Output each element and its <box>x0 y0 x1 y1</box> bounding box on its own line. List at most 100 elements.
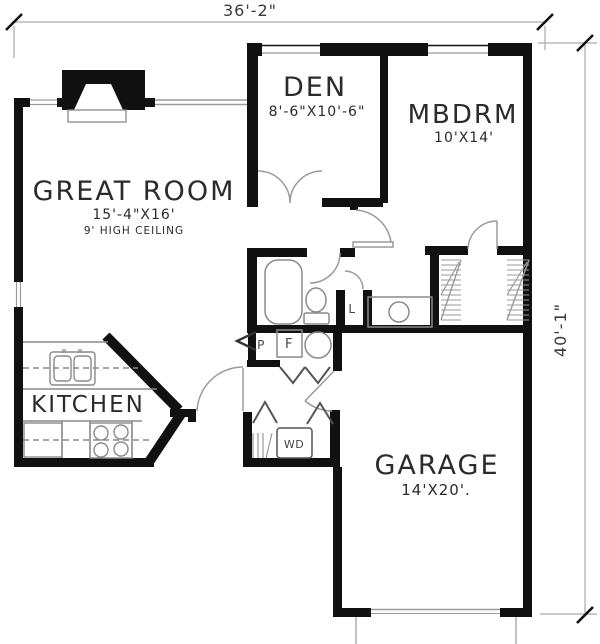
garage-west-wall <box>330 410 340 467</box>
room-labels: GREAT ROOM 15'-4"X16' 9' HIGH CEILING DE… <box>31 72 519 499</box>
garage-south-wall <box>333 608 371 617</box>
washer-dryer-box <box>276 427 313 459</box>
den-west-wall <box>247 43 258 207</box>
height-dimension-label: 40'-1" <box>551 303 570 357</box>
water-heater-icon <box>304 331 332 359</box>
vanity-sink-icon <box>388 301 410 323</box>
garage-door-leaf <box>304 370 335 402</box>
great-room-size: 15'-4"X16' <box>92 207 175 223</box>
window-great-room-left <box>30 98 57 107</box>
laundry-south-wall <box>243 458 333 467</box>
furnace-closet-wall <box>247 360 280 367</box>
laundry-bifold <box>252 399 278 424</box>
top-exterior-wall <box>320 43 428 56</box>
dimension-lines <box>12 21 597 615</box>
kitchen-south-wall <box>14 458 154 467</box>
closet-north-wall <box>497 246 532 255</box>
pantry-label: P <box>257 338 265 352</box>
laundry-bifold <box>306 401 334 425</box>
doors <box>196 170 498 412</box>
den-size: 8'-6"X10'-6" <box>269 104 366 120</box>
linen-label: L <box>348 302 355 316</box>
bifold-doors <box>252 366 334 425</box>
bath-west-wall <box>247 248 257 333</box>
closet-hatching <box>440 259 530 321</box>
linen-door-arc <box>344 270 364 290</box>
tick-mark <box>5 13 23 31</box>
furnace-box <box>276 329 303 358</box>
tick-mark <box>536 13 554 31</box>
furnace-closet-bifold <box>304 366 331 385</box>
entry-wall <box>170 409 196 417</box>
garage-door-area <box>355 608 517 644</box>
den-label: DEN <box>283 72 347 103</box>
den-double-door-right <box>289 170 323 204</box>
garage-south-wall <box>500 608 532 617</box>
washer-dryer-label: WD <box>284 438 304 451</box>
kitchen-label: KITCHEN <box>31 392 145 418</box>
garage-label: GARAGE <box>374 450 499 481</box>
garage-size: 14'X20'. <box>401 481 470 499</box>
den-south-wall <box>322 198 383 207</box>
kitchen-fixtures <box>23 341 157 459</box>
window-mbdrm <box>428 44 488 55</box>
dimension-ticks <box>5 13 594 624</box>
entry-wall-post <box>188 409 196 422</box>
laundry-shelving <box>252 432 273 459</box>
furnace-label: F <box>285 337 293 352</box>
mbdrm-door-leaf <box>352 241 394 248</box>
laundry-west-wall <box>243 412 252 467</box>
bath-north-wall <box>247 248 307 257</box>
fireplace-detail <box>67 84 127 123</box>
closet-north-wall <box>425 246 468 255</box>
window-great-room-band <box>155 99 247 106</box>
stove-icon <box>89 422 133 459</box>
great-room-top-wall <box>145 98 155 107</box>
angled-walls <box>102 332 186 465</box>
mbdrm-label: MBDRM <box>408 100 519 130</box>
wall-stub <box>350 203 358 210</box>
windows <box>14 44 488 307</box>
bathtub-icon <box>264 259 303 325</box>
garage-west-wall <box>333 333 342 371</box>
den-south-wall <box>247 198 258 207</box>
bath-north-wall <box>340 248 355 257</box>
tick-mark <box>576 606 594 624</box>
refrigerator-icon <box>23 422 63 458</box>
firebox <box>74 84 123 110</box>
width-dimension-label: 36'-2" <box>223 1 277 20</box>
bath-fixtures <box>264 259 433 359</box>
great-room-top-wall <box>57 98 66 107</box>
top-exterior-wall <box>488 43 532 56</box>
kitchen-angled-wall <box>102 332 183 414</box>
den-double-door-left <box>257 170 291 204</box>
kitchen-angled-wall <box>144 411 186 465</box>
toilet-tank <box>303 312 330 325</box>
south-interior-wall <box>247 325 532 333</box>
great-room-label: GREAT ROOM <box>33 176 236 207</box>
closet-rod-right <box>506 259 530 321</box>
mbdrm-size: 10'X14' <box>434 130 494 146</box>
front-door-arc <box>196 366 244 412</box>
vanity-icon <box>367 296 433 328</box>
den-mbdrm-divider-wall <box>380 56 388 203</box>
closet-west-wall <box>430 252 439 326</box>
great-room-note: 9' HIGH CEILING <box>84 225 184 237</box>
pantry-arrow-icon <box>234 330 257 352</box>
closet-rod-left <box>440 259 462 321</box>
toilet-icon <box>305 287 327 313</box>
garage-west-wall <box>333 467 342 617</box>
linen-closet-wall <box>336 290 345 327</box>
tick-mark <box>576 34 594 52</box>
window-left-wall <box>14 282 23 307</box>
mbdrm-door-arc <box>355 209 392 243</box>
closet-door-arc <box>467 220 498 250</box>
great-room-top-wall <box>14 98 32 107</box>
kitchen-sink-icon <box>49 348 96 386</box>
bath-door-arc <box>309 252 341 284</box>
furnace-closet-bifold <box>279 366 306 385</box>
laundry-area <box>234 330 313 459</box>
window-den <box>262 44 320 55</box>
